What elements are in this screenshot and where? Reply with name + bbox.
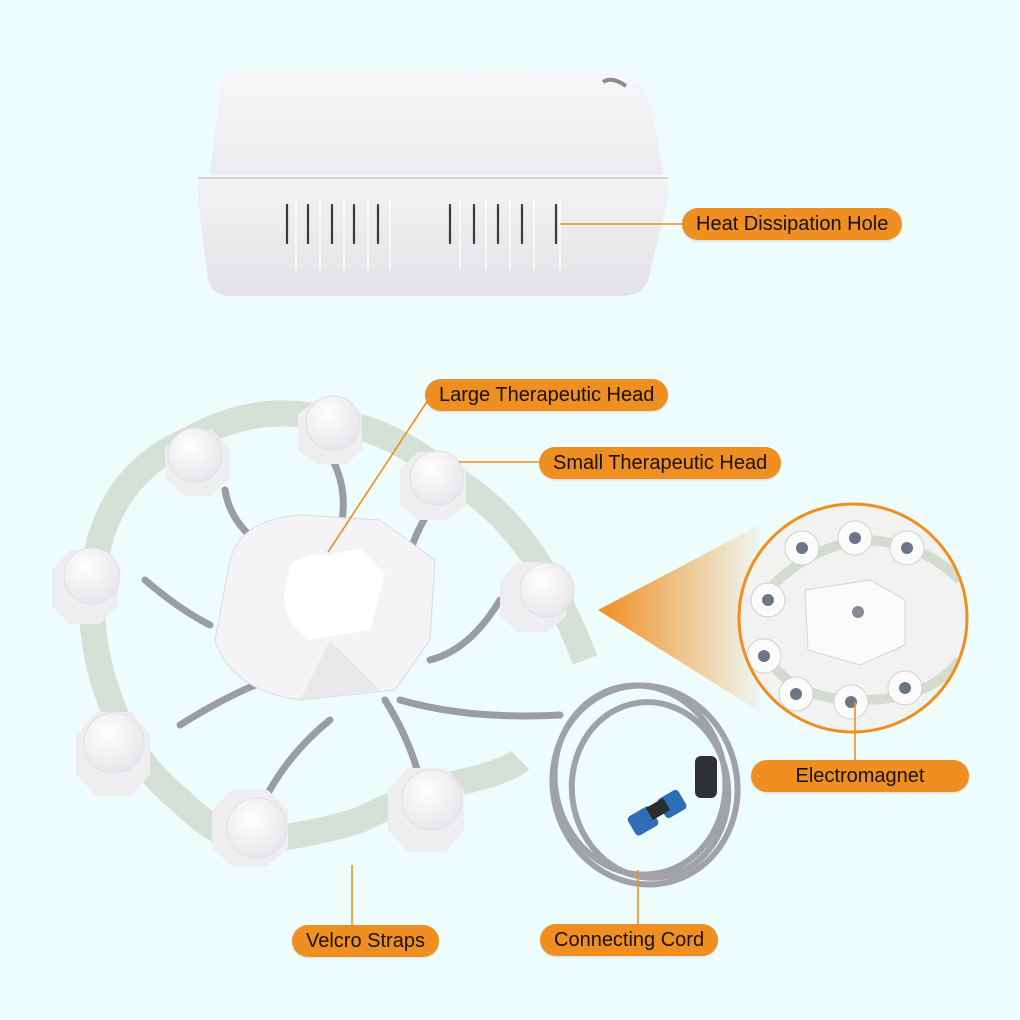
label-heat-dissipation-hole: Heat Dissipation Hole [682, 208, 903, 240]
large-therapeutic-head [214, 514, 436, 701]
label-connecting-cord: Connecting Cord [540, 924, 719, 956]
small-head [298, 395, 362, 464]
small-head [52, 547, 121, 624]
small-head [165, 427, 230, 496]
zoom-cone [598, 525, 760, 712]
connecting-cord [549, 682, 741, 888]
small-head [76, 712, 150, 796]
heat-vents [285, 203, 558, 245]
electromagnet-inset [737, 502, 969, 734]
small-therapeutic-heads [52, 395, 575, 866]
small-head [212, 790, 288, 866]
cord-connector [627, 756, 717, 836]
label-large-therapeutic-head: Large Therapeutic Head [425, 379, 669, 411]
small-head [388, 768, 464, 852]
leader-lines [327, 223, 856, 925]
small-head [500, 562, 575, 632]
controller-box [198, 68, 669, 296]
electromagnet-cores [758, 532, 913, 708]
small-head [400, 450, 466, 520]
label-small-therapeutic-head: Small Therapeutic Head [539, 447, 782, 479]
label-velcro-straps: Velcro Straps [292, 925, 439, 957]
label-electromagnet: Electromagnet [751, 760, 969, 792]
